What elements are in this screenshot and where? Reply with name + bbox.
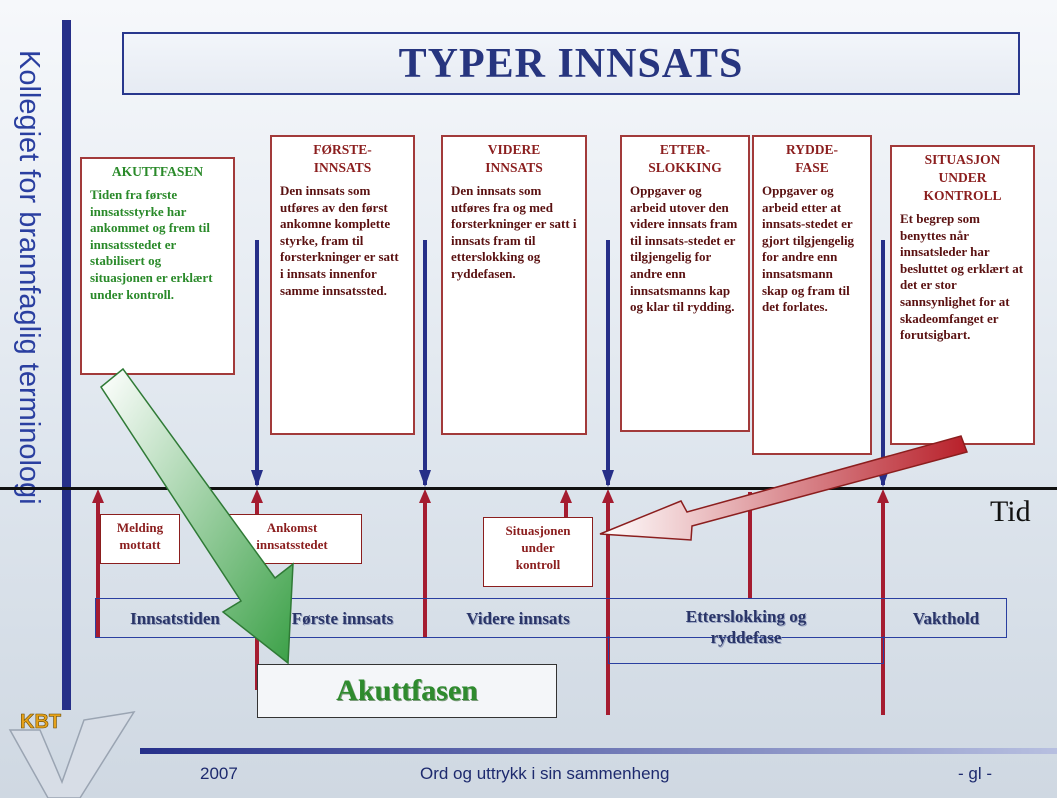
box-akuttfasen-heading: AKUTTFASEN — [111, 164, 204, 179]
timeline-axis — [0, 487, 1057, 490]
box-videre-text: Den innsats som utføres fra og med forst… — [451, 183, 577, 281]
box-videre-innsats: VIDERE INNSATS Den innsats som utføres f… — [441, 135, 587, 435]
akuttfasen-label: Akuttfasen — [336, 674, 478, 707]
akuttfasen-box: Akuttfasen — [257, 664, 557, 718]
phase-innsatstiden: Innsatstiden — [130, 609, 220, 628]
page-title: TYPER INNSATS — [398, 41, 744, 87]
box-situasjon-text: Et begrep som benyttes når innsatsleder … — [900, 211, 1024, 343]
side-title: Kollegiet for brannfaglig terminologi — [13, 50, 45, 505]
footer-right: - gl - — [958, 764, 992, 783]
phase-vakthold: Vakthold — [912, 609, 980, 628]
phase-etterslokking-extension — [608, 636, 884, 664]
phase-band — [95, 598, 1007, 638]
green-arrow — [100, 367, 294, 665]
box-etter-text: Oppgaver og arbeid utover den videre inn… — [630, 183, 738, 315]
title-box: TYPER INNSATS — [122, 32, 1020, 95]
kbt-logo: KBT — [8, 711, 136, 798]
event-situasjonen-under-kontroll: Situasjonen under kontroll — [483, 517, 593, 587]
phase-etterslokking-og-ryddefase: Etterslokking og ryddefase — [685, 607, 807, 647]
phase-videre-innsats: Videre innsats — [466, 609, 570, 628]
box-rydde-text: Oppgaver og arbeid etter at innsats-sted… — [762, 183, 855, 315]
box-etterslokking: ETTER- SLOKKING Oppgaver og arbeid utove… — [620, 135, 750, 432]
box-akuttfasen: AKUTTFASEN Tiden fra første innsatsstyrk… — [80, 157, 235, 375]
box-situasjon-heading: SITUASJON UNDER KONTROLL — [923, 152, 1002, 203]
footer-bar — [140, 748, 1057, 754]
phase-forste-innsats: Første innsats — [291, 609, 394, 628]
footer-year: 2007 — [200, 764, 238, 783]
red-arrow — [599, 435, 968, 541]
box-videre-heading: VIDERE INNSATS — [485, 142, 543, 175]
footer-center: Ord og uttrykk i sin sammenheng — [420, 764, 670, 783]
box-rydde-heading: RYDDE- FASE — [785, 142, 839, 175]
timeline-label: Tid — [990, 495, 1031, 528]
left-accent-bar — [62, 20, 71, 710]
box-akuttfasen-text: Tiden fra første innsatsstyrke har ankom… — [90, 187, 213, 302]
event-melding-mottatt: Melding mottatt — [100, 514, 180, 564]
box-ryddefase: RYDDE- FASE Oppgaver og arbeid etter at … — [752, 135, 872, 455]
box-etter-heading: ETTER- SLOKKING — [648, 142, 722, 175]
logo-text: KBT — [20, 711, 61, 733]
box-forste-innsats: FØRSTE- INNSATS Den innsats som utføres … — [270, 135, 415, 435]
box-forste-heading: FØRSTE- INNSATS — [313, 142, 372, 175]
box-forste-text: Den innsats som utføres av den først ank… — [280, 183, 399, 298]
